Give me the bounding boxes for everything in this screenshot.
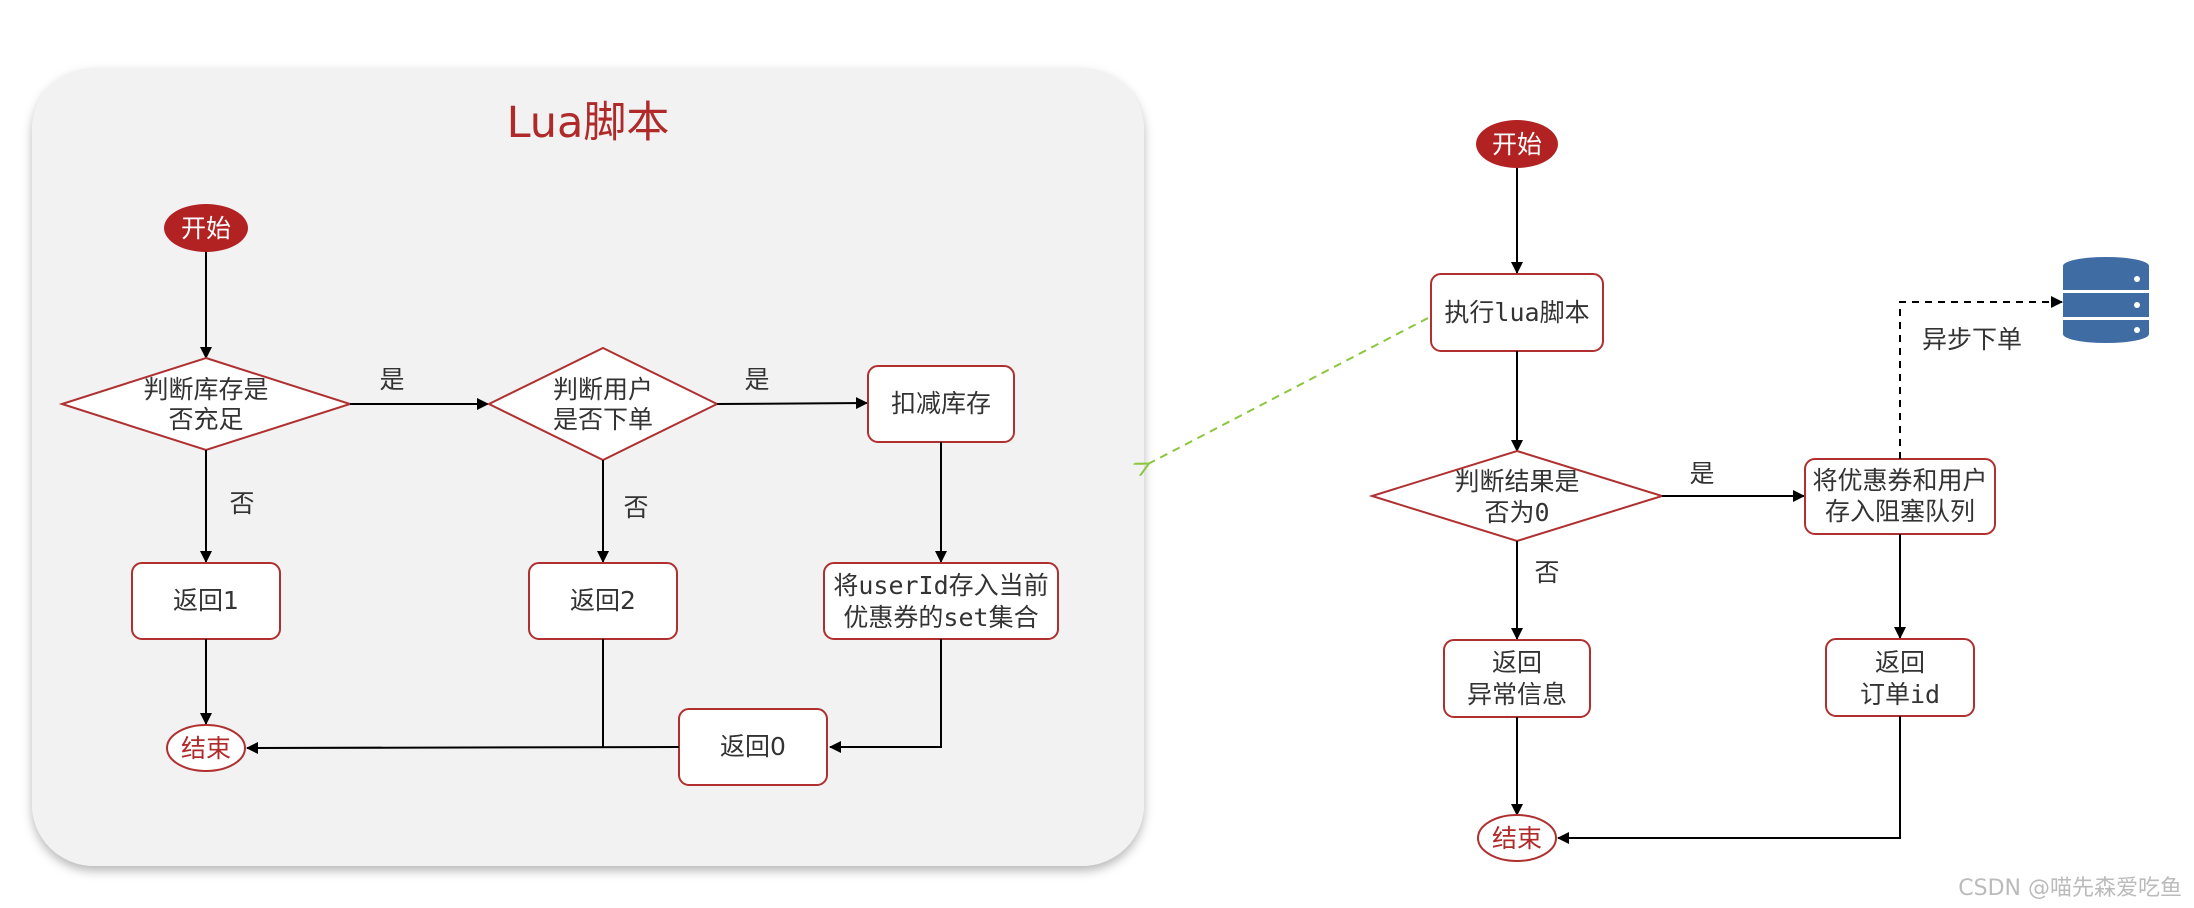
lua-script-link-dashed xyxy=(1148,317,1429,464)
svg-text:将优惠券和用户: 将优惠券和用户 xyxy=(1812,466,1987,495)
svg-text:优惠券的set集合: 优惠券的set集合 xyxy=(843,603,1038,632)
svg-text:判断结果是: 判断结果是 xyxy=(1454,467,1579,496)
lua-end-node[interactable]: 结束 xyxy=(166,724,246,772)
check-user-diamond[interactable]: 判断用户 是否下单 xyxy=(486,346,720,462)
main-end-node[interactable]: 结束 xyxy=(1477,814,1557,862)
watermark: CSDN @喵先森爱吃鱼 xyxy=(1958,876,2182,901)
svg-text:否为0: 否为0 xyxy=(1484,498,1549,527)
svg-text:将userId存入当前: 将userId存入当前 xyxy=(833,571,1048,600)
lua-panel-title: Lua脚本 xyxy=(507,98,670,148)
main-start-node[interactable]: 开始 xyxy=(1476,120,1558,168)
database-icon xyxy=(2063,257,2149,343)
main-arrow-order-end xyxy=(1557,716,1901,844)
lua-arrow-user-yes xyxy=(716,397,868,410)
return-error-box[interactable]: 返回 异常信息 xyxy=(1443,639,1591,718)
svg-text:扣减库存: 扣减库存 xyxy=(891,389,991,418)
lua-start-node[interactable]: 开始 xyxy=(164,204,248,252)
enqueue-box[interactable]: 将优惠券和用户 存入阻塞队列 xyxy=(1804,458,1996,535)
check-stock-diamond[interactable]: 判断库存是 否充足 xyxy=(58,356,354,452)
svg-text:判断用户: 判断用户 xyxy=(553,375,653,404)
lua-script-panel xyxy=(32,68,1144,866)
svg-text:是否下单: 是否下单 xyxy=(553,405,653,434)
return-0-box[interactable]: 返回0 xyxy=(678,708,828,786)
svg-text:执行lua脚本: 执行lua脚本 xyxy=(1444,298,1589,327)
svg-text:异常信息: 异常信息 xyxy=(1467,680,1567,709)
svg-text:返回: 返回 xyxy=(1492,648,1542,677)
save-userid-box[interactable]: 将userId存入当前 优惠券的set集合 xyxy=(823,562,1059,640)
svg-text:订单id: 订单id xyxy=(1860,680,1940,709)
return-order-box[interactable]: 返回 订单id xyxy=(1825,638,1975,717)
svg-text:结束: 结束 xyxy=(181,734,231,763)
svg-text:判断库存是: 判断库存是 xyxy=(143,375,268,404)
svg-text:返回1: 返回1 xyxy=(173,586,239,615)
label-yes-stock: 是 xyxy=(379,365,404,394)
svg-text:存入阻塞队列: 存入阻塞队列 xyxy=(1825,497,1975,526)
run-lua-box[interactable]: 执行lua脚本 xyxy=(1430,273,1604,352)
check-result-diamond[interactable]: 判断结果是 否为0 xyxy=(1368,449,1666,543)
deduct-stock-box[interactable]: 扣减库存 xyxy=(867,365,1015,443)
svg-text:返回: 返回 xyxy=(1875,648,1925,677)
svg-text:开始: 开始 xyxy=(181,214,231,243)
label-async-order: 异步下单 xyxy=(1922,325,2022,354)
svg-text:开始: 开始 xyxy=(1492,130,1542,159)
async-order-dashed-arrow xyxy=(1899,296,2063,459)
label-yes-result: 是 xyxy=(1689,459,1714,488)
return-2-box[interactable]: 返回2 xyxy=(528,562,678,640)
svg-text:返回2: 返回2 xyxy=(570,586,636,615)
label-yes-user: 是 xyxy=(744,365,769,394)
label-no-stock: 否 xyxy=(229,489,254,518)
label-no-result: 否 xyxy=(1534,558,1559,587)
svg-text:否充足: 否充足 xyxy=(168,405,243,434)
lua-arrow-save-return0 xyxy=(829,639,942,753)
lua-arrow-return0-end xyxy=(246,741,680,754)
return-1-box[interactable]: 返回1 xyxy=(131,562,281,640)
svg-text:返回0: 返回0 xyxy=(720,732,786,761)
svg-text:结束: 结束 xyxy=(1492,824,1542,853)
label-no-user: 否 xyxy=(623,493,648,522)
